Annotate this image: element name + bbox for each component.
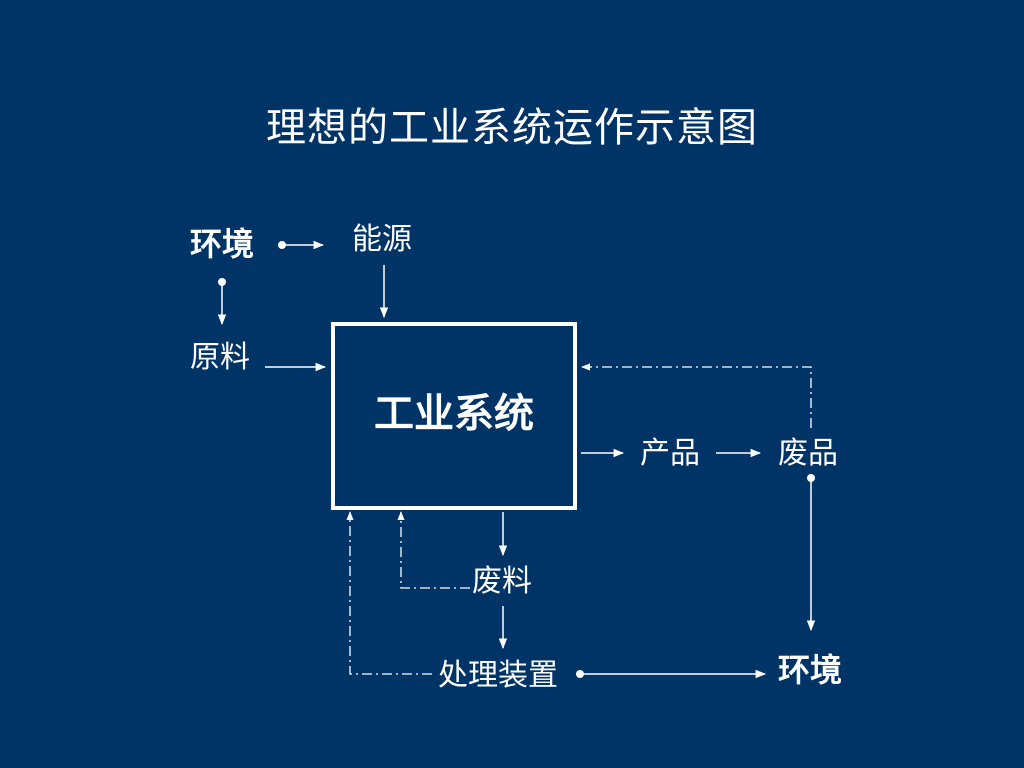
processor-to-env-arrow — [576, 669, 767, 679]
industrial-system-label: 工业系统 — [374, 390, 534, 437]
waste-material-label: 废料 — [472, 564, 532, 599]
raw-material-label: 原料 — [190, 340, 250, 375]
env-to-energy-arrow — [278, 240, 325, 250]
waste-to-env-arrow — [806, 474, 816, 632]
environment-bottom-label: 环境 — [778, 651, 843, 689]
env-to-raw-arrow — [217, 278, 227, 326]
scrap-recycle-arrow — [397, 511, 470, 589]
diagram-title: 理想的工业系统运作示意图 — [266, 105, 758, 151]
environment-top-label: 环境 — [190, 225, 255, 263]
energy-label: 能源 — [352, 222, 412, 257]
industrial-system-box — [331, 322, 577, 510]
product-label: 产品 — [640, 436, 700, 471]
waste-recycle-arrow — [581, 363, 812, 428]
waste-product-label: 废品 — [778, 436, 838, 471]
processor-recycle-arrow — [346, 511, 432, 675]
processing-unit-label: 处理装置 — [438, 658, 558, 693]
